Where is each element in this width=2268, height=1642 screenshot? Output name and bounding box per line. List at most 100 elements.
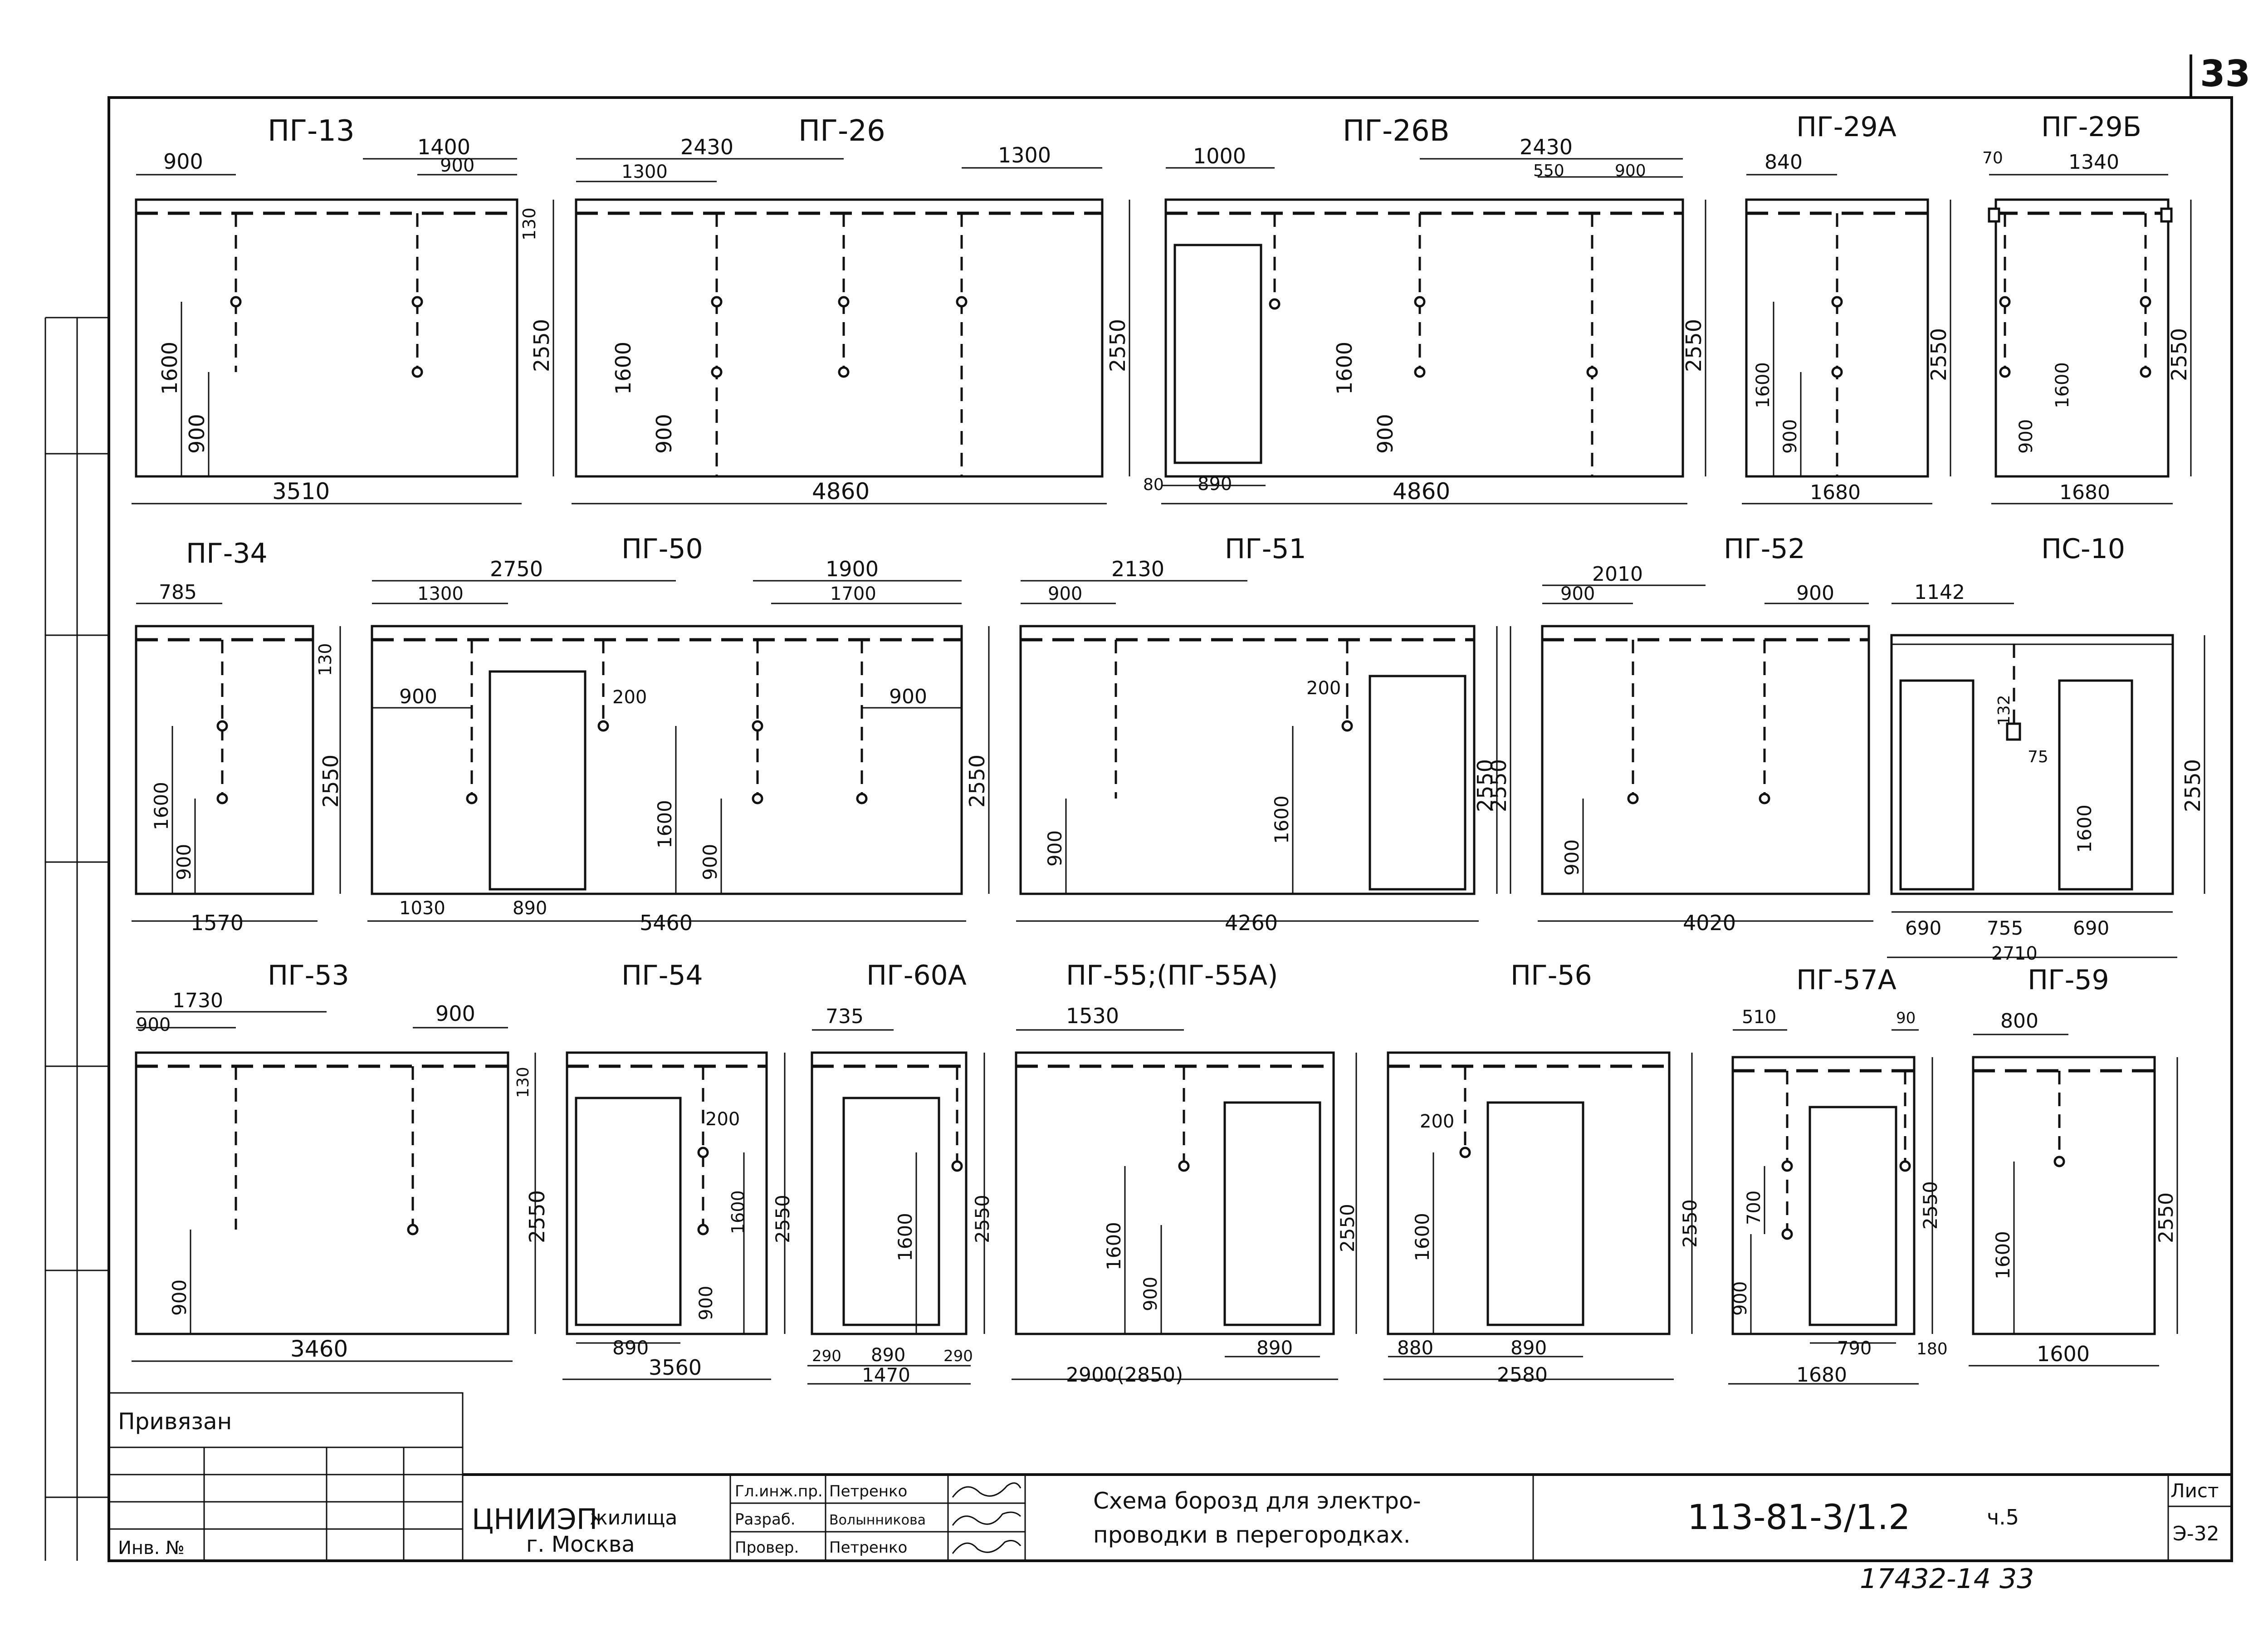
panel-title: ПГ-56: [1510, 960, 1592, 991]
dim-label: 890: [1510, 1337, 1547, 1359]
dim-label: 1600: [1753, 362, 1774, 408]
panel-pg54: ПГ-54 200 1600 2550 900 890 3560: [562, 960, 794, 1380]
sheet-label: Лист: [2170, 1480, 2219, 1502]
dim-label: 2010: [1592, 563, 1643, 586]
dim-label: 900: [1048, 583, 1082, 604]
dim-label: 132: [1995, 695, 2014, 726]
dim-label: 2550: [1926, 328, 1951, 381]
dim-label: 900: [1730, 1281, 1751, 1316]
dim-label: 900: [699, 844, 721, 880]
panel-pg52: ПГ-52 2010 900 900 2550 900 4020: [1486, 533, 1873, 935]
panel-title: ПГ-29Б: [2041, 111, 2141, 143]
dim-label: 900: [1615, 162, 1646, 180]
dim-label: 2430: [1520, 135, 1573, 159]
dim-label: 3560: [649, 1355, 702, 1380]
dim-label: 5460: [640, 911, 693, 935]
dim-label: 1300: [621, 162, 668, 182]
dim-label: 2550: [2167, 328, 2191, 381]
org-name-suffix: жилища: [590, 1506, 677, 1529]
org-city: г. Москва: [526, 1532, 635, 1557]
dim-label: 200: [1420, 1111, 1454, 1132]
dim-label: 1000: [1193, 144, 1246, 168]
panel-title: ПГ-54: [621, 960, 703, 991]
panel-title: ПГ-53: [268, 960, 349, 991]
dim-label: 4860: [1393, 478, 1450, 505]
dim-label: 1900: [826, 557, 879, 581]
title-block: Привязан Инв. № ЦНИИЭП жилища г. Москва …: [108, 1392, 2232, 1595]
panel-title: ПГ-34: [186, 538, 268, 569]
panel-pg55: ПГ-55;(ПГ-55А) 1530 1600 900 2550 890 29…: [1012, 960, 1359, 1387]
dim-label: 1600: [654, 800, 676, 848]
dim-label: 900: [440, 155, 474, 176]
dim-label: 1600: [157, 342, 182, 395]
dim-label: 890: [871, 1345, 905, 1366]
dim-label: 2550: [1919, 1181, 1941, 1230]
dim-label: 1730: [172, 989, 223, 1012]
dim-label: 1300: [417, 583, 464, 604]
dim-label: 890: [513, 898, 547, 919]
panel-title: ПГ-26В: [1343, 114, 1450, 148]
panel-title: ПГ-59: [2028, 964, 2109, 996]
dim-label: 2550: [1679, 1199, 1701, 1248]
dim-label: 2550: [965, 755, 989, 808]
dim-label: 1600: [728, 1190, 748, 1234]
panel-title: ПГ-50: [621, 533, 703, 565]
dim-label: 2550: [2180, 759, 2205, 812]
dim-label: 1700: [830, 583, 876, 604]
dim-label: 290: [812, 1347, 841, 1365]
dim-label: 1600: [894, 1213, 916, 1261]
panel-ps10: ПС-10 1142 132 75 1600 2550 690 755 690 …: [1887, 533, 2205, 964]
dim-label: 900: [399, 685, 437, 708]
dim-label: 1340: [2068, 151, 2119, 174]
dim-label: 180: [1916, 1340, 1948, 1358]
dim-label: 840: [1765, 151, 1803, 174]
signature-mark: [952, 1511, 1022, 1526]
role-label: Гл.инж.пр.: [735, 1482, 823, 1500]
dim-label: 1680: [2059, 481, 2110, 504]
dim-label: 900: [1561, 839, 1583, 876]
dim-label: 1680: [1810, 481, 1861, 504]
dim-label: 1680: [1796, 1363, 1847, 1387]
inv-label: Инв. №: [118, 1538, 185, 1559]
panel-pg51: ПГ-51 2130 900 200 1600 900 2550 4260: [1016, 533, 1498, 935]
dim-label: 1600: [1103, 1222, 1125, 1270]
dim-label: 880: [1397, 1337, 1433, 1359]
drawing-title-line1: Схема борозд для электро-: [1093, 1488, 1421, 1514]
dim-label: 890: [612, 1337, 649, 1359]
dim-label: 790: [1837, 1338, 1872, 1359]
dim-label: 2900(2850): [1066, 1363, 1183, 1387]
left-binding-strip: [44, 317, 109, 1561]
dim-label: 2550: [772, 1195, 794, 1243]
dim-label: 1600: [2073, 804, 2096, 853]
dim-label: 890: [1256, 1337, 1293, 1359]
bottom-number: 17432-14 33: [1860, 1563, 2034, 1595]
dim-label: 900: [136, 1015, 171, 1035]
sheet-number: Э-32: [2173, 1522, 2219, 1545]
dim-label: 755: [1987, 917, 2023, 939]
panel-title: ПГ-60А: [866, 960, 967, 991]
dim-label: 735: [826, 1005, 864, 1028]
dim-label: 900: [1560, 583, 1595, 604]
dim-label: 785: [159, 581, 197, 604]
dim-label: 1600: [150, 782, 172, 830]
dim-label: 200: [612, 687, 647, 708]
dim-label: 900: [2016, 419, 2037, 454]
dim-label: 800: [2000, 1010, 2038, 1033]
dim-label: 3510: [272, 478, 330, 505]
dim-label: 1300: [998, 143, 1051, 167]
person-name: Петренко: [829, 1482, 907, 1500]
person-name: Петренко: [829, 1539, 907, 1557]
panel-pg26: ПГ-26 2430 1300 1300 2550 1600 900 4860: [572, 114, 1130, 505]
drawing-code: 113-81-3/1.2: [1687, 1497, 1910, 1537]
dim-label: 900: [1373, 414, 1398, 454]
dim-label: 4860: [812, 478, 870, 505]
dim-label: 130: [514, 1067, 533, 1098]
dim-label: 2130: [1111, 557, 1164, 581]
dim-label: 2550: [1336, 1204, 1359, 1252]
dim-label: 900: [889, 685, 927, 708]
org-name: ЦНИИЭП: [472, 1503, 597, 1536]
dim-label: 2550: [529, 319, 554, 372]
dim-label: 290: [943, 1347, 973, 1365]
dim-label: 1470: [862, 1364, 910, 1386]
